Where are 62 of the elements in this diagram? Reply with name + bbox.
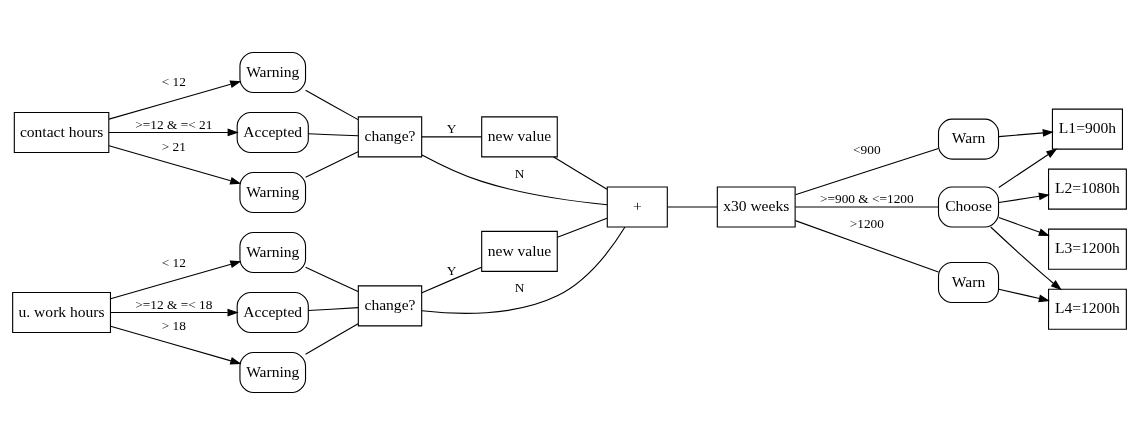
arrow (108, 144, 242, 184)
arrow (998, 216, 1050, 236)
arrow (110, 308, 239, 316)
node-box: L2=1080h (1048, 168, 1127, 210)
edge-label: > 21 (161, 138, 186, 154)
edge-label: N (514, 279, 525, 295)
arrow (998, 147, 1058, 188)
connector (421, 266, 483, 293)
node-box: Warning (239, 171, 307, 213)
node-box: new value (481, 230, 558, 272)
node-box: Accepted (236, 291, 309, 333)
arrow (110, 260, 242, 299)
connector (421, 153, 608, 205)
arrow (990, 225, 1062, 290)
edge-label: Y (446, 120, 457, 136)
arrow (998, 192, 1050, 203)
node-box: change? (357, 115, 423, 157)
node-box: Warn (937, 118, 1000, 160)
arrow (998, 288, 1050, 302)
edge-label: > 18 (161, 317, 186, 333)
node-box: contact hours (13, 111, 110, 153)
node-box: x30 weeks (716, 185, 796, 227)
connector (556, 217, 608, 238)
connector (305, 89, 359, 120)
edge-label: >=12 & =< 21 (135, 116, 213, 132)
node-box: u. work hours (12, 291, 111, 333)
connector (667, 205, 718, 207)
connector (421, 135, 483, 137)
connector (307, 132, 359, 136)
connector (794, 205, 939, 207)
edge-label: >=900 & <=1200 (819, 190, 914, 206)
arrow (110, 325, 242, 365)
node-box: L1=900h (1051, 108, 1123, 150)
connector (305, 266, 359, 292)
edge-label: >1200 (849, 215, 884, 231)
edge-label: < 12 (161, 73, 186, 89)
node-box: Choose (937, 185, 1000, 227)
connector (794, 147, 939, 195)
node-box: new value (481, 115, 558, 157)
node-box: L3=1200h (1048, 228, 1127, 270)
node-box: change? (357, 284, 423, 326)
edge-label: <900 (853, 141, 881, 157)
connector (794, 219, 939, 273)
connector (305, 322, 359, 355)
node-box: Warning (239, 351, 307, 393)
edge-label: Y (446, 262, 457, 278)
connector (421, 225, 626, 314)
arrow (108, 128, 239, 136)
node-box: Warning (239, 231, 307, 273)
node-box: Warning (239, 51, 307, 93)
node-box: L4=1200h (1048, 288, 1127, 330)
node-box: Warn (937, 261, 1000, 303)
arrow (998, 128, 1054, 137)
arrow (108, 80, 242, 120)
edge-label: >=12 & =< 18 (135, 296, 213, 312)
edge-label: N (514, 165, 525, 181)
connector (305, 150, 359, 178)
connector (307, 306, 359, 311)
node-box: + (606, 185, 668, 227)
node-box: Accepted (236, 111, 309, 153)
connector (553, 155, 608, 190)
edge-label: < 12 (161, 254, 186, 270)
